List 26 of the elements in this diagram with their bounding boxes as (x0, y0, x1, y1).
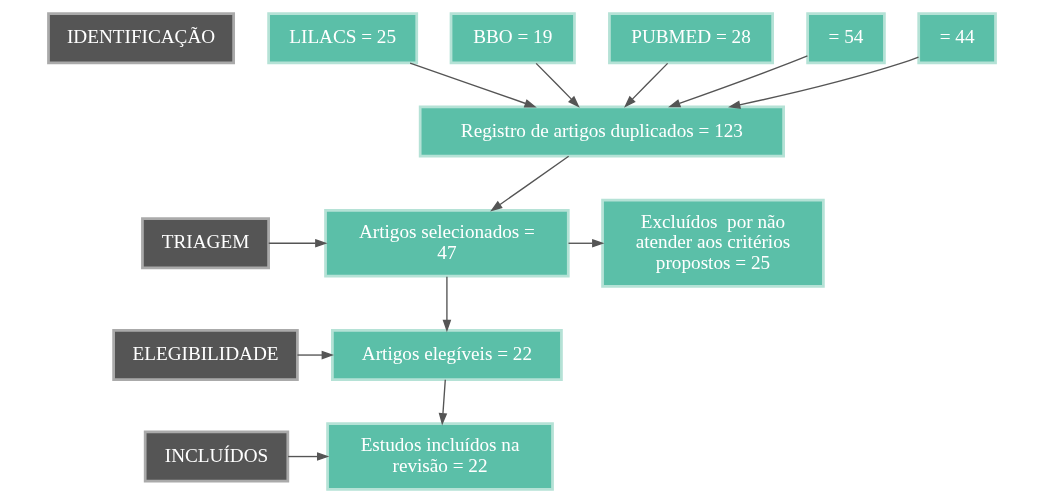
node-box: TRIAGEM (141, 217, 270, 270)
arrow (567, 238, 605, 248)
node-box: Excluídos por não atender aos critérios propostos = 25 (601, 198, 825, 288)
node-box: Artigos selecionados = 47 (324, 209, 570, 278)
node-box: = 44 (917, 12, 997, 65)
arrow (296, 350, 334, 360)
arrow (409, 62, 537, 108)
arrow (287, 452, 330, 461)
arrow (728, 56, 920, 109)
arrow (624, 62, 669, 108)
node-box: LILACS = 25 (267, 12, 419, 65)
arrow (268, 238, 328, 248)
arrow (535, 62, 580, 108)
arrow (438, 379, 448, 426)
node-box: Registro de artigos duplicados = 123 (418, 105, 785, 158)
node-box: BBO = 19 (449, 12, 576, 65)
node-box: Artigos elegíveis = 22 (331, 329, 563, 382)
node-box: INCLUÍDOS (143, 430, 290, 483)
node-box: Estudos incluídos na revisão = 22 (326, 422, 554, 491)
arrow (442, 276, 452, 333)
node-box: IDENTIFICAÇÃO (47, 12, 235, 65)
node-box: = 54 (806, 12, 886, 65)
node-box: ELEGIBILIDADE (112, 329, 299, 382)
node-box: PUBMED = 28 (608, 12, 774, 65)
arrow (668, 55, 809, 108)
arrow (490, 155, 570, 212)
